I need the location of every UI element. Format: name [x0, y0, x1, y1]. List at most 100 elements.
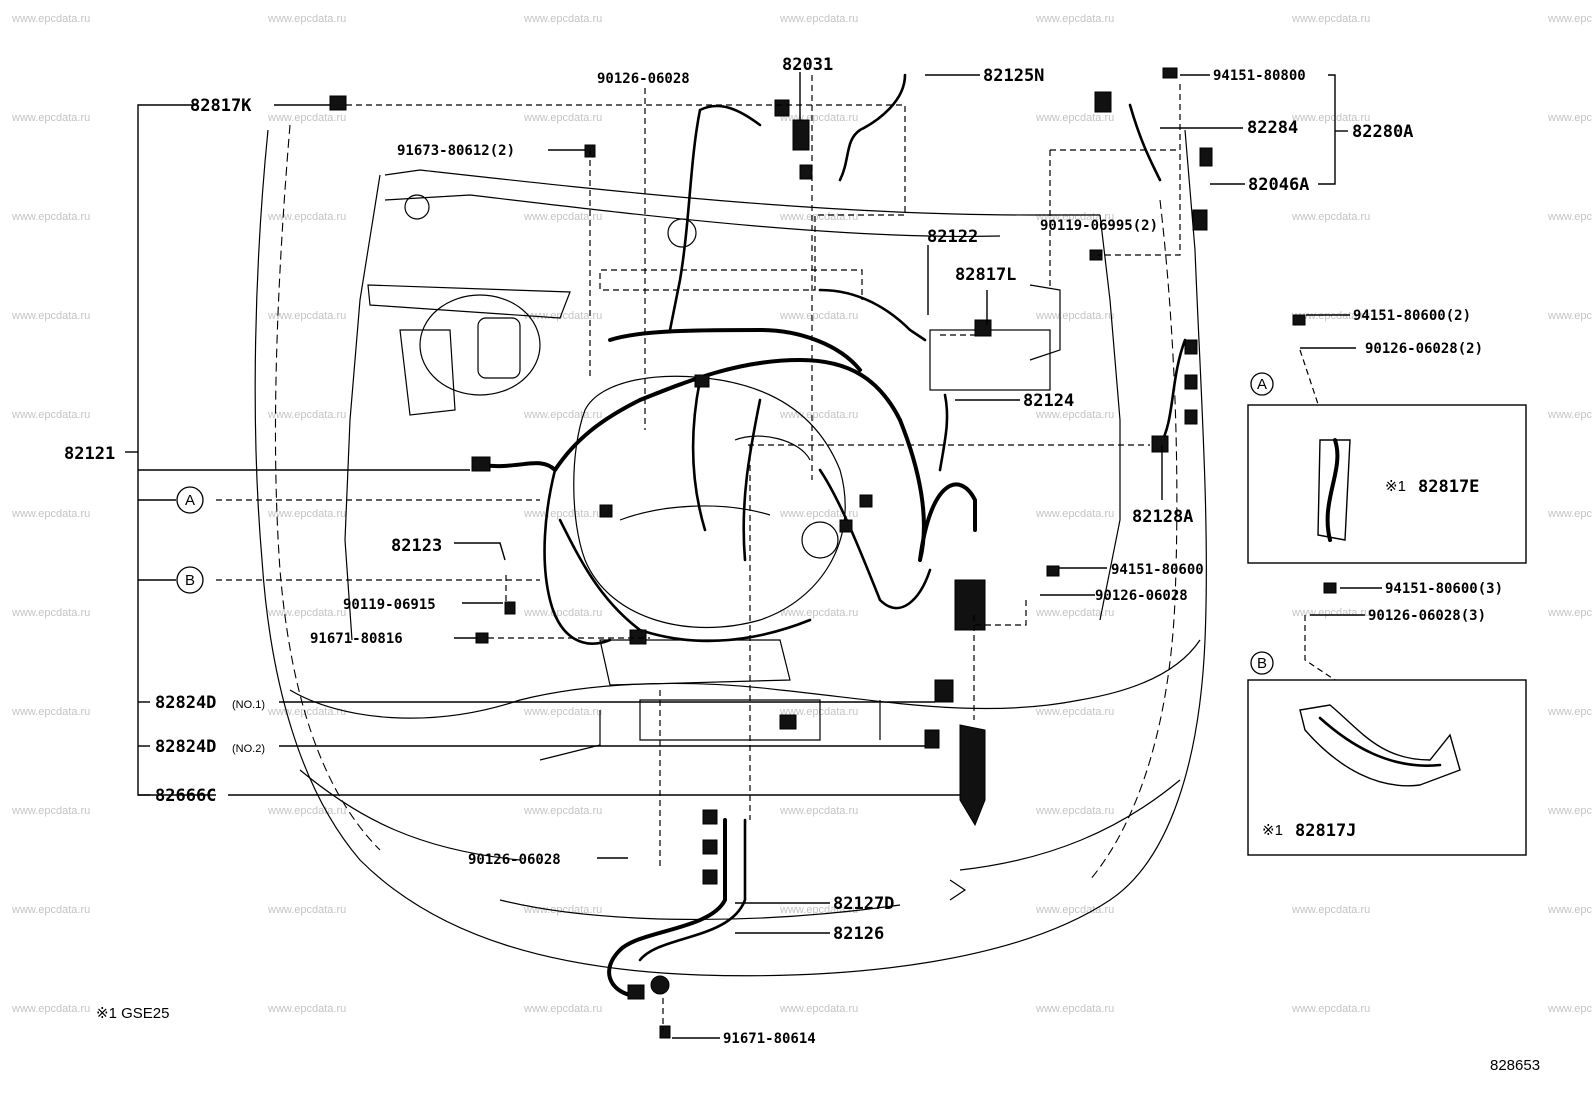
watermark-text: www.epcdata.ru — [779, 1003, 858, 1015]
watermark-text: www.epcdata.ru — [1035, 904, 1114, 916]
watermark-text: www.epcdata.ru — [1035, 409, 1114, 421]
part-82824D-no2[interactable]: 82824D — [155, 737, 216, 757]
part-90126-06028-mid[interactable]: 90126-06028 — [1095, 588, 1188, 604]
part-91673-80612[interactable]: 91673-80612(2) — [397, 143, 515, 159]
part-90119-06915[interactable]: 90119-06915 — [343, 597, 436, 613]
part-82046A[interactable]: 82046A — [1248, 175, 1309, 195]
watermark-text: www.epcdata.ru — [523, 409, 602, 421]
part-82817K[interactable]: 82817K — [190, 96, 252, 116]
part-82121[interactable]: 82121 — [64, 444, 115, 464]
watermark-text: www.epcdata.ru — [11, 1003, 90, 1015]
watermark-text: www.epcdata.ru — [11, 904, 90, 916]
watermark-text: www.epcdata.ru — [1291, 1003, 1370, 1015]
part-82127D[interactable]: 82127D — [833, 894, 894, 914]
watermark-text: www.epcdata.ru — [523, 805, 602, 817]
part-94151-80600-3[interactable]: 94151-80600(3) — [1385, 581, 1503, 597]
part-82031[interactable]: 82031 — [782, 55, 833, 75]
callout-a-detail: A — [1250, 372, 1274, 396]
watermark-text: www.epcdata.ru — [11, 112, 90, 124]
part-90126-06028-top[interactable]: 90126-06028 — [597, 71, 690, 87]
vehicle-body-outline — [254, 124, 1207, 977]
callout-b-label: B — [185, 572, 195, 589]
watermark-text: www.epcdata.ru — [1547, 310, 1592, 322]
watermark-text: www.epcdata.ru — [1035, 211, 1114, 223]
watermark-text: www.epcdata.ru — [779, 805, 858, 817]
watermark-text: www.epcdata.ru — [523, 112, 602, 124]
watermark-text: www.epcdata.ru — [11, 607, 90, 619]
mark-note-b: ※1 — [1262, 822, 1283, 839]
part-90126-06028-2[interactable]: 90126-06028(2) — [1365, 341, 1483, 357]
part-82128A[interactable]: 82128A — [1132, 507, 1193, 527]
part-90126-06028-low[interactable]: 90126-06028 — [468, 852, 561, 868]
watermark-text: www.epcdata.ru — [11, 310, 90, 322]
watermark-text: www.epcdata.ru — [1547, 706, 1592, 718]
watermark-text: www.epcdata.ru — [1291, 310, 1370, 322]
part-90126-06028-3[interactable]: 90126-06028(3) — [1368, 608, 1486, 624]
engine-wire-harness — [329, 67, 1337, 1039]
part-82126[interactable]: 82126 — [833, 924, 884, 944]
watermark-text: www.epcdata.ru — [1547, 211, 1592, 223]
watermark-text: www.epcdata.ru — [1035, 1003, 1114, 1015]
watermark-text: www.epcdata.ru — [267, 904, 346, 916]
footnote: ※1 GSE25 — [96, 1005, 169, 1022]
watermark-text: www.epcdata.ru — [779, 607, 858, 619]
watermark-text: www.epcdata.ru — [523, 607, 602, 619]
watermark-text: www.epcdata.ru — [779, 409, 858, 421]
watermark-text: www.epcdata.ru — [1035, 310, 1114, 322]
part-82666C[interactable]: 82666C — [155, 786, 216, 806]
part-91671-80816[interactable]: 91671-80816 — [310, 631, 403, 647]
part-82817E[interactable]: 82817E — [1418, 477, 1479, 497]
watermark-text: www.epcdata.ru — [523, 508, 602, 520]
part-82824D-no1[interactable]: 82824D — [155, 693, 216, 713]
watermark-text: www.epcdata.ru — [1547, 607, 1592, 619]
part-82817J[interactable]: 82817J — [1295, 821, 1356, 841]
part-82122[interactable]: 82122 — [927, 227, 978, 247]
reference-lines — [216, 75, 1396, 1030]
part-94151-80800[interactable]: 94151-80800 — [1213, 68, 1306, 84]
callout-a-detail-label: A — [1257, 376, 1267, 393]
watermark-text: www.epcdata.ru — [523, 211, 602, 223]
part-82123[interactable]: 82123 — [391, 536, 442, 556]
part-labels: 82817K 90126-06028 82031 82125N 94151-80… — [64, 55, 1540, 1074]
callout-b-detail: B — [1250, 651, 1274, 675]
watermark-text: www.epcdata.ru — [1291, 211, 1370, 223]
part-91671-80614[interactable]: 91671-80614 — [723, 1031, 816, 1047]
watermark-text: www.epcdata.ru — [1547, 409, 1592, 421]
watermark-text: www.epcdata.ru — [267, 211, 346, 223]
watermark-text: www.epcdata.ru — [11, 13, 90, 25]
watermark-text: www.epcdata.ru — [1035, 508, 1114, 520]
part-82824D-no2-note: (NO.2) — [232, 743, 265, 755]
watermark-text: www.epcdata.ru — [1547, 508, 1592, 520]
part-94151-80600-2[interactable]: 94151-80600(2) — [1353, 308, 1471, 324]
part-82125N[interactable]: 82125N — [983, 66, 1044, 86]
watermark-text: www.epcdata.ru — [1035, 607, 1114, 619]
diagram-code: 828653 — [1490, 1057, 1540, 1074]
watermark-text: www.epcdata.ru — [1547, 1003, 1592, 1015]
part-82280A[interactable]: 82280A — [1352, 122, 1413, 142]
watermark-text: www.epcdata.ru — [523, 904, 602, 916]
callout-a-label: A — [185, 492, 195, 509]
part-82284[interactable]: 82284 — [1247, 118, 1298, 138]
part-94151-80600[interactable]: 94151-80600 — [1111, 562, 1204, 578]
callout-a-main: A — [176, 486, 204, 514]
watermark-text: www.epcdata.ru — [11, 706, 90, 718]
watermark-text: www.epcdata.ru — [11, 805, 90, 817]
watermark-text: www.epcdata.ru — [267, 706, 346, 718]
part-82124[interactable]: 82124 — [1023, 391, 1074, 411]
mark-note-a: ※1 — [1385, 478, 1406, 495]
watermark-text: www.epcdata.ru — [267, 805, 346, 817]
leader-lines — [125, 72, 1385, 1039]
watermark-text: www.epcdata.ru — [1035, 13, 1114, 25]
watermark-text: www.epcdata.ru — [1547, 904, 1592, 916]
watermark-text: www.epcdata.ru — [267, 310, 346, 322]
watermark-text: www.epcdata.ru — [11, 409, 90, 421]
watermark-text: www.epcdata.ru — [779, 112, 858, 124]
watermark-text: www.epcdata.ru — [1547, 112, 1592, 124]
watermark-text: www.epcdata.ru — [1035, 112, 1114, 124]
watermark-text: www.epcdata.ru — [779, 508, 858, 520]
watermark-text: www.epcdata.ru — [523, 706, 602, 718]
part-82817L[interactable]: 82817L — [955, 265, 1016, 285]
part-90119-06995[interactable]: 90119-06995(2) — [1040, 218, 1158, 234]
watermark-text: www.epcdata.ru — [1291, 607, 1370, 619]
